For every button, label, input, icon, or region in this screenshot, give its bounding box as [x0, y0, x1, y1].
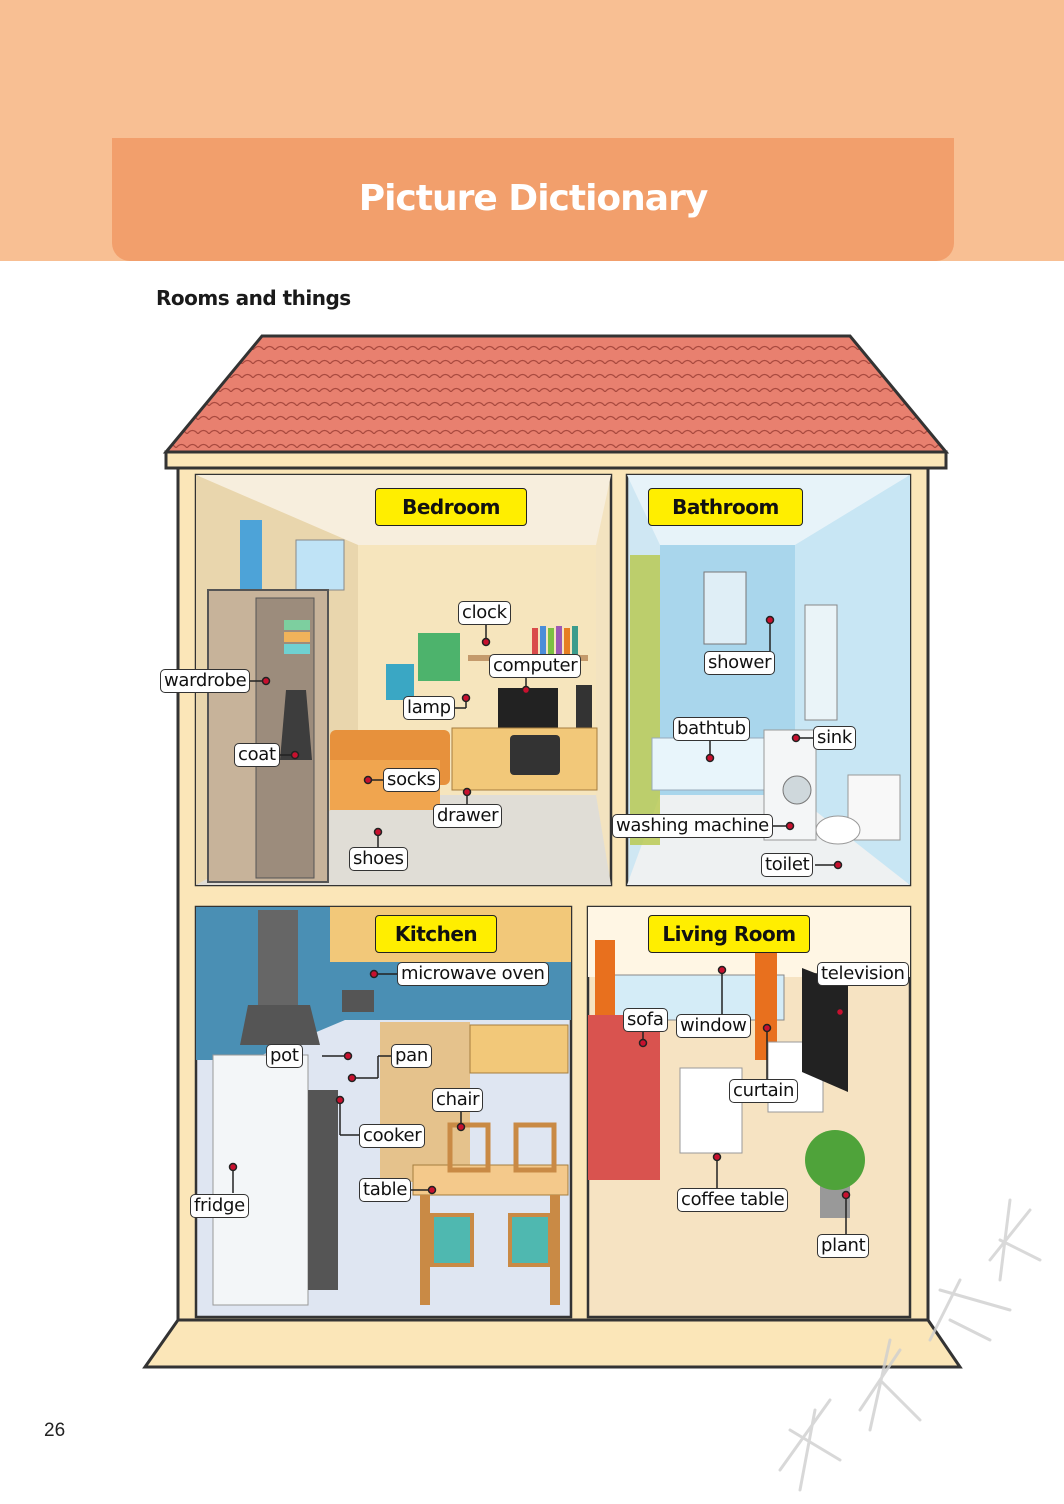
label-pan: pan [391, 1044, 432, 1068]
label-drawer: drawer [433, 804, 503, 828]
label-window: window [676, 1014, 751, 1038]
label-bathtub: bathtub [673, 717, 750, 741]
bedroom-title: Bedroom [375, 488, 527, 526]
label-sofa: sofa [623, 1008, 668, 1032]
label-table: table [359, 1178, 412, 1202]
kitchen-title: Kitchen [375, 915, 497, 953]
label-fridge: fridge [190, 1194, 249, 1218]
roof [162, 334, 950, 454]
bedroom-scene [194, 473, 613, 887]
label-chair: chair [432, 1088, 484, 1112]
label-wardrobe: wardrobe [160, 669, 251, 693]
label-computer: computer [489, 654, 582, 678]
section-heading: Rooms and things [156, 286, 351, 310]
label-cooker: cooker [359, 1124, 426, 1148]
label-shower: shower [704, 651, 776, 675]
label-coat: coat [234, 743, 280, 767]
label-curtain: curtain [729, 1079, 799, 1103]
bathroom-title: Bathroom [648, 488, 803, 526]
label-socks: socks [383, 768, 440, 792]
page-title: Picture Dictionary [358, 178, 709, 219]
label-lamp: lamp [403, 696, 455, 720]
label-clock: clock [458, 601, 511, 625]
label-shoes: shoes [349, 847, 408, 871]
label-washing-machine: washing machine [612, 814, 773, 838]
label-plant: plant [817, 1234, 870, 1258]
page-number: 26 [44, 1420, 66, 1441]
pointer-lines [228, 615, 851, 1234]
living-room-title: Living Room [648, 915, 810, 953]
roof-eave [164, 450, 948, 470]
house-base [142, 1318, 963, 1369]
label-television: television [817, 962, 909, 986]
label-microwave-oven: microwave oven [397, 962, 549, 986]
living-room-scene [586, 905, 912, 1319]
label-coffee-table: coffee table [677, 1188, 789, 1212]
title-banner: Picture Dictionary [112, 138, 954, 261]
label-sink: sink [813, 726, 857, 750]
label-pot: pot [266, 1044, 303, 1068]
label-toilet: toilet [761, 853, 814, 877]
